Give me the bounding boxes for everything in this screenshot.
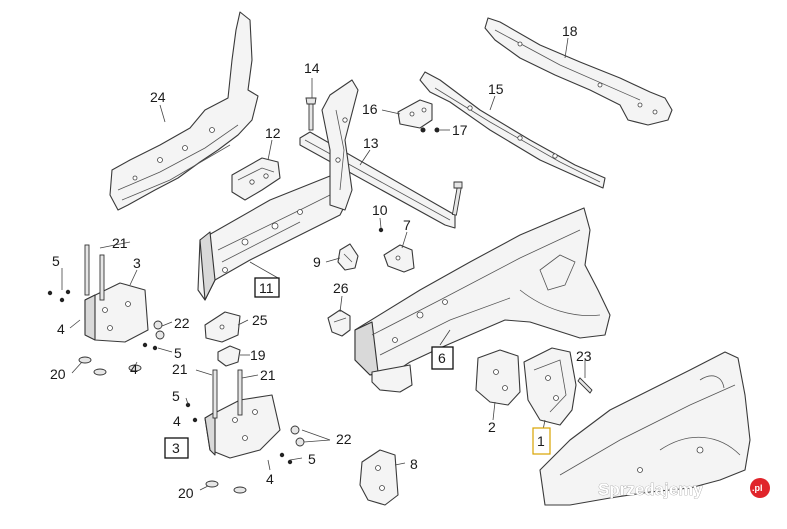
part-23-screw xyxy=(577,377,593,394)
label-9: 9 xyxy=(313,254,321,270)
watermark-badge xyxy=(750,478,770,498)
label-23: 23 xyxy=(576,348,592,364)
label-6: 6 xyxy=(438,350,446,366)
part-3-lower-mount xyxy=(185,369,305,494)
label-21-top: 21 xyxy=(112,235,128,251)
part-wheelhouse-lower xyxy=(539,351,751,506)
label-5-top-right: 5 xyxy=(174,345,182,361)
label-5-lower-right: 5 xyxy=(308,451,316,467)
part-14-bolt xyxy=(305,97,317,131)
part-10-clip xyxy=(378,227,384,233)
label-17: 17 xyxy=(452,122,468,138)
label-6-box xyxy=(431,346,454,370)
part-3-upper-mount xyxy=(47,244,165,376)
label-4-top-right: 4 xyxy=(130,361,138,377)
label-20-top: 20 xyxy=(50,366,66,382)
label-22-top: 22 xyxy=(174,315,190,331)
part-6-apron xyxy=(354,207,611,393)
label-12: 12 xyxy=(265,125,281,141)
part-17-nut xyxy=(420,127,440,133)
label-15: 15 xyxy=(488,81,504,97)
part-26-bracket xyxy=(327,309,351,337)
label-7: 7 xyxy=(403,217,411,233)
watermark-badge-text: .pl xyxy=(752,483,763,493)
part-18-support xyxy=(484,17,673,126)
part-24-panel xyxy=(109,11,259,211)
bolt-crossmember-end xyxy=(451,181,463,216)
label-1: 1 xyxy=(537,433,545,449)
label-4-top: 4 xyxy=(57,321,65,337)
part-12-bracket xyxy=(231,157,281,201)
part-1-reinforcement xyxy=(523,347,577,426)
label-26: 26 xyxy=(333,280,349,296)
label-24: 24 xyxy=(150,89,166,105)
label-3-lower: 3 xyxy=(172,440,180,456)
part-19-clip xyxy=(217,345,241,367)
part-25-bracket xyxy=(204,311,241,343)
label-18: 18 xyxy=(562,23,578,39)
label-11-box xyxy=(254,277,280,298)
part-2-bracket xyxy=(475,349,521,406)
part-13-crossmember xyxy=(299,79,456,229)
watermark: Sprzedajemy .pl xyxy=(598,478,770,499)
label-13: 13 xyxy=(363,135,379,151)
label-25: 25 xyxy=(252,312,268,328)
label-8: 8 xyxy=(410,456,418,472)
leader-lines xyxy=(61,37,586,491)
label-20-lower: 20 xyxy=(178,485,194,501)
label-14: 14 xyxy=(304,60,320,76)
label-21-lower-left: 21 xyxy=(172,361,188,377)
watermark-text: Sprzedajemy xyxy=(598,480,703,499)
label-4-lower-left: 4 xyxy=(173,413,181,429)
label-16: 16 xyxy=(362,101,378,117)
part-9-bracket xyxy=(337,243,359,271)
label-22-lower: 22 xyxy=(336,431,352,447)
callout-labels: 18 15 16 17 14 12 13 24 10 7 9 26 11 25 … xyxy=(50,23,592,501)
part-7-bracket xyxy=(383,244,415,273)
label-4-lower-right: 4 xyxy=(266,471,274,487)
label-21-lower-right: 21 xyxy=(260,367,276,383)
label-1-box xyxy=(532,427,551,455)
label-19: 19 xyxy=(250,347,266,363)
part-16-bracket xyxy=(397,99,433,129)
label-3-top: 3 xyxy=(133,255,141,271)
label-3-lower-box xyxy=(164,437,189,459)
part-8-bracket xyxy=(359,449,399,506)
label-10: 10 xyxy=(372,202,388,218)
label-5-lower-left: 5 xyxy=(172,388,180,404)
label-11: 11 xyxy=(259,280,274,296)
part-11-frame-rail xyxy=(197,169,351,301)
label-5-top: 5 xyxy=(52,253,60,269)
part-15-tie-bar xyxy=(419,71,606,189)
label-2: 2 xyxy=(488,419,496,435)
